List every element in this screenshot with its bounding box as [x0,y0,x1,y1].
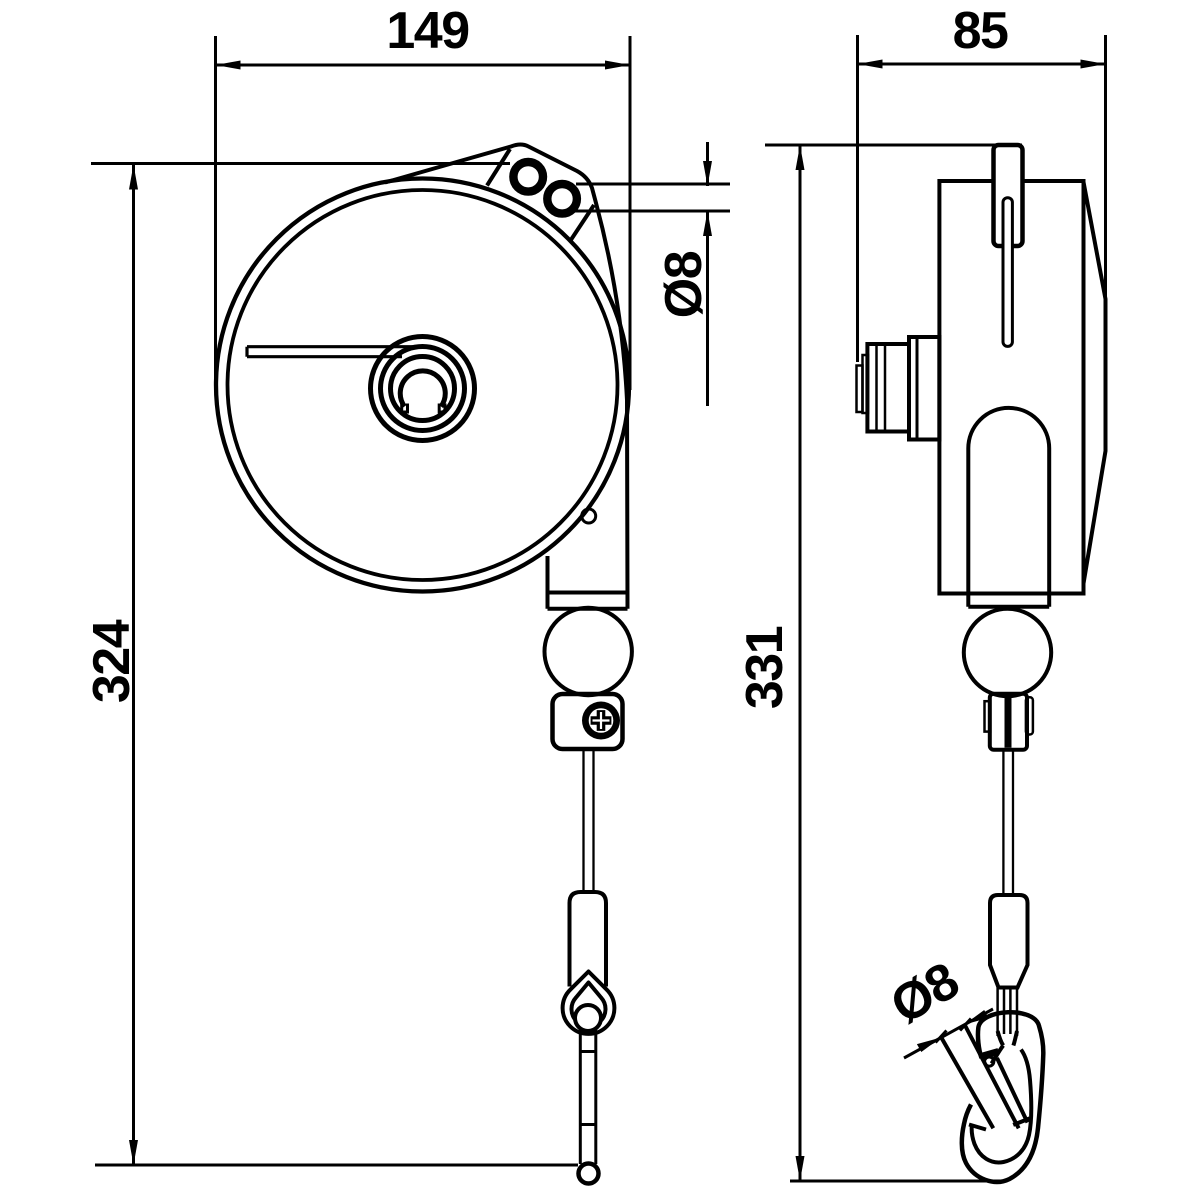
svg-text:149: 149 [386,2,468,60]
svg-text:331: 331 [736,626,794,709]
svg-text:324: 324 [83,619,141,703]
svg-text:85: 85 [953,2,1008,60]
svg-text:Ø8: Ø8 [655,251,713,318]
